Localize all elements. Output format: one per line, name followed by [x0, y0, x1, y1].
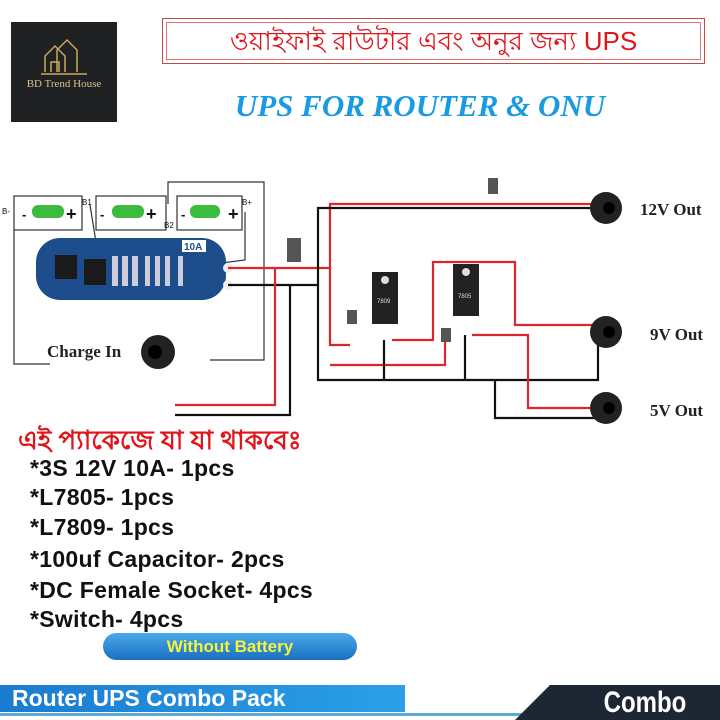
svg-text:-: -: [181, 207, 185, 222]
svg-text:7809: 7809: [377, 299, 391, 305]
label-12v-out: 12V Out: [640, 200, 702, 219]
battery-frame: [13, 181, 265, 365]
regulator-7805: 7805: [453, 264, 479, 316]
switch: [441, 328, 451, 342]
package-item: *DC Female Socket- 4pcs: [30, 577, 314, 603]
label-b-plus: B+: [242, 198, 252, 207]
board-rating: 10A: [184, 242, 202, 253]
battery-cells: [32, 205, 220, 218]
svg-text:+: +: [66, 204, 77, 224]
package-item: *L7805- 1pcs: [30, 484, 175, 510]
switch: [488, 178, 498, 194]
label-charge-in: Charge In: [47, 342, 122, 361]
label-5v-out: 5V Out: [650, 401, 704, 420]
footer-divider: [0, 713, 720, 716]
switch: [347, 310, 357, 324]
battery-cell: [32, 205, 64, 218]
svg-text:-: -: [100, 207, 104, 222]
brand-name: BD Trend House: [26, 78, 102, 90]
package-item: *100uf Capacitor- 2pcs: [30, 546, 285, 572]
label-b-minus: B-: [2, 207, 10, 216]
house-icon: [41, 38, 87, 75]
regulator-7809: 7809: [372, 272, 398, 324]
footer-banner-right: Combo: [515, 685, 720, 720]
battery-cell: [190, 205, 220, 218]
wiring-diagram: - + - + - + B- B1 B2 B+ 10A: [2, 178, 622, 424]
english-title: UPS FOR ROUTER & ONU: [234, 88, 606, 123]
svg-text:+: +: [228, 204, 239, 224]
package-title: এই প্যাকেজে যা যা থাকবেঃ: [18, 425, 302, 455]
package-item: *Switch- 4pcs: [30, 606, 184, 632]
brand-logo: BD Trend House: [11, 22, 117, 122]
label-9v-out: 9V Out: [650, 325, 704, 344]
bms-board: 10A: [36, 238, 233, 300]
dc-jacks: [141, 192, 622, 424]
label-b1: B1: [82, 198, 92, 207]
footer-banner-left: Router UPS Combo Pack: [0, 685, 405, 712]
svg-text:-: -: [22, 207, 26, 222]
bengali-title: ওয়াইফাই রাউটার এবং অনুর জন্য UPS: [229, 26, 638, 56]
svg-text:7805: 7805: [458, 294, 472, 300]
label-b2: B2: [164, 221, 174, 230]
package-item: *L7809- 1pcs: [30, 514, 175, 540]
battery-cell: [112, 205, 144, 218]
bengali-title-box: ওয়াইফাই রাউটার এবং অনুর জন্য UPS: [162, 18, 705, 64]
switches: [287, 178, 498, 342]
without-battery-badge: Without Battery: [103, 633, 357, 660]
switch: [287, 238, 301, 262]
package-item: *3S 12V 10A- 1pcs: [30, 455, 235, 481]
svg-text:+: +: [146, 204, 157, 224]
combo-label: Combo: [603, 686, 687, 719]
